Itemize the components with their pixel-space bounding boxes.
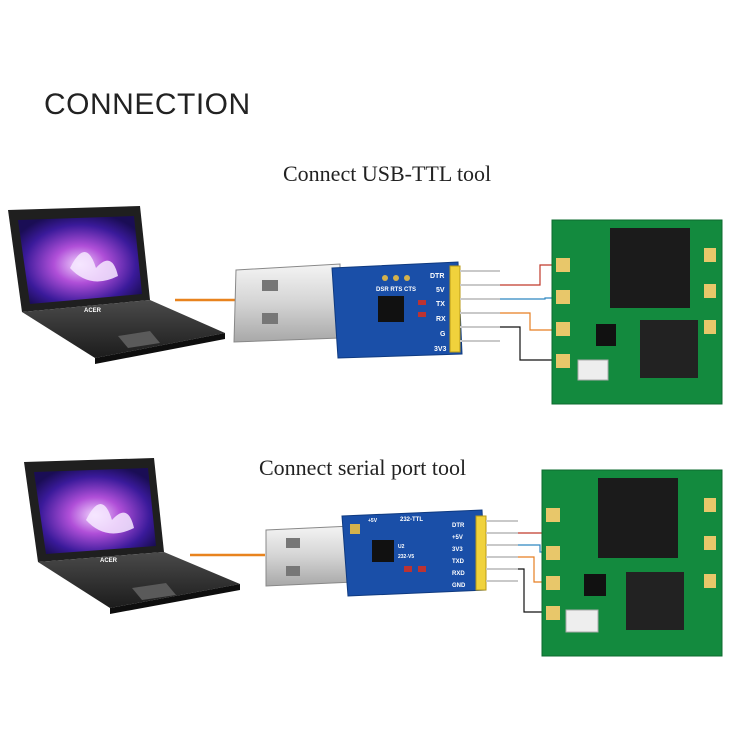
chip-2b bbox=[626, 572, 684, 630]
wire-black-2 bbox=[518, 568, 556, 613]
header-pins-1 bbox=[449, 265, 500, 353]
chip-1b bbox=[640, 320, 698, 378]
wire-orange-1 bbox=[500, 312, 552, 331]
usb-plug-2 bbox=[265, 525, 355, 587]
laptop-keyboard bbox=[38, 552, 240, 608]
serial-adapter: 232-TTL U2 +5V 232-V5 DTR +5V 3V3 TXD RX… bbox=[265, 509, 518, 597]
page-heading: CONNECTION bbox=[44, 88, 251, 121]
header-pins-2 bbox=[475, 515, 518, 591]
pin-label: DTR bbox=[430, 273, 444, 280]
wire-blue-1 bbox=[500, 297, 552, 300]
laptop-2: ACER bbox=[24, 458, 240, 614]
pin-label: 3V3 bbox=[452, 547, 463, 553]
usb-plug-1 bbox=[233, 263, 341, 343]
sensor-module-2 bbox=[541, 469, 723, 657]
pin-label: 3V3 bbox=[434, 346, 447, 353]
pin-label: +5V bbox=[452, 535, 463, 541]
sensor-module-1 bbox=[551, 219, 723, 405]
adapter-small-label: 232-V5 bbox=[398, 554, 414, 560]
adapter-title-2: 232-TTL bbox=[400, 517, 423, 523]
pin-label: DTR bbox=[452, 523, 465, 529]
usb-ttl-adapter: DSR RTS CTS DTR 5V TX RX G 3V3 bbox=[233, 261, 500, 359]
laptop-keyboard bbox=[22, 300, 225, 358]
adapter-top-labels-1: DSR RTS CTS bbox=[376, 287, 416, 293]
pin-label: GND bbox=[452, 583, 466, 589]
pin-label: 5V bbox=[436, 287, 445, 294]
chip-1a bbox=[610, 228, 690, 308]
adapter-small-label: U2 bbox=[398, 544, 405, 550]
serial-port-caption: Connect serial port tool bbox=[259, 455, 467, 480]
laptop-1: ACER bbox=[8, 206, 225, 364]
pin-label: RXD bbox=[452, 571, 465, 577]
pin-label: G bbox=[440, 331, 446, 338]
chip-2a bbox=[598, 478, 678, 558]
laptop-brand-2: ACER bbox=[100, 558, 118, 564]
wire-red-1 bbox=[500, 264, 552, 286]
usb-ttl-caption: Connect USB-TTL tool bbox=[283, 161, 492, 186]
pin-label: TX bbox=[436, 301, 445, 308]
pin-label: TXD bbox=[452, 559, 465, 565]
wire-black-1 bbox=[500, 326, 552, 361]
pin-label: RX bbox=[436, 316, 446, 323]
laptop-brand-1: ACER bbox=[84, 308, 102, 314]
adapter-small-label: +5V bbox=[368, 518, 378, 524]
wires-1 bbox=[500, 264, 552, 361]
